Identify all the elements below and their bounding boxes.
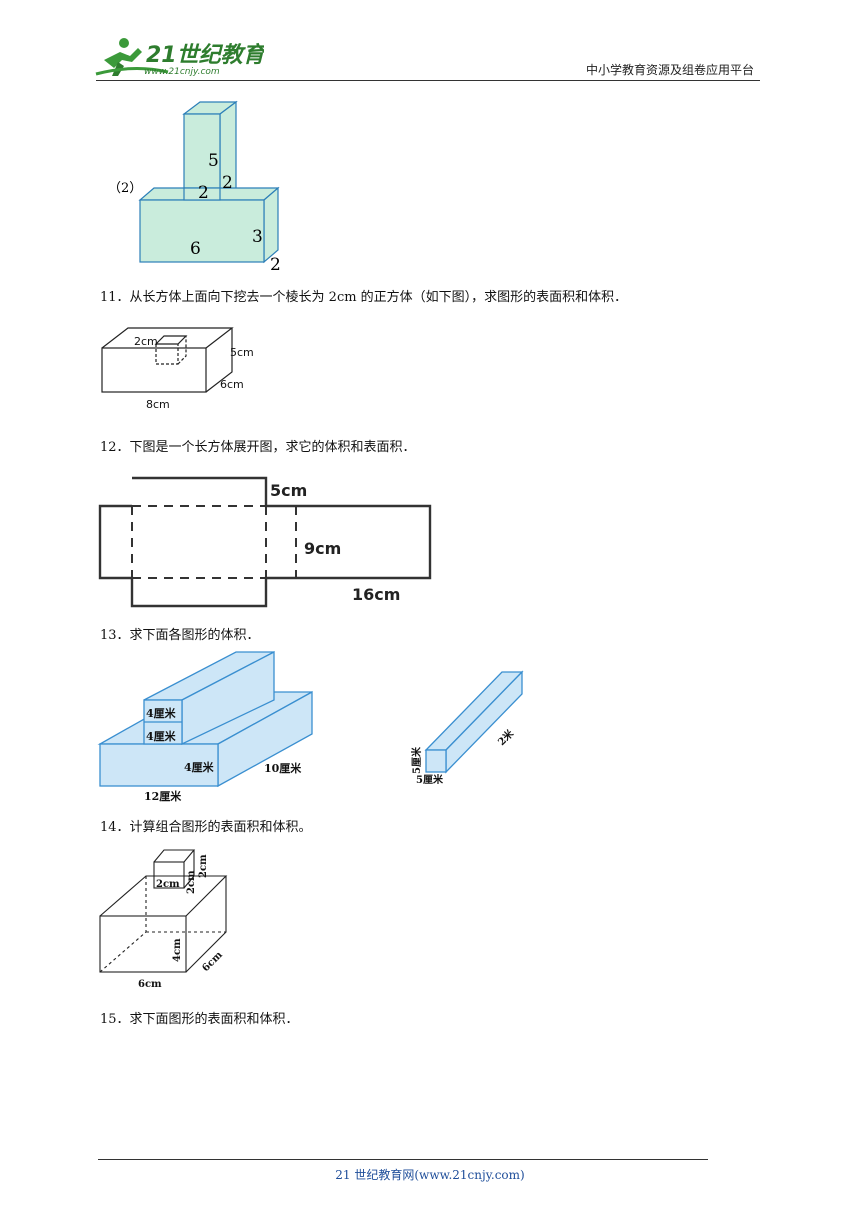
header-tagline: 中小学教育资源及组卷应用平台 xyxy=(585,63,754,77)
part-label: （2） xyxy=(108,181,142,196)
depth-label: 6cm xyxy=(220,378,244,391)
cube-height-label: 2cm xyxy=(198,854,209,878)
figure-q13-step-prism: 4厘米 4厘米 4厘米 10厘米 12厘米 xyxy=(97,650,313,803)
length-label: 12厘米 xyxy=(144,789,182,803)
box-length-label: 6cm xyxy=(138,979,162,990)
figure-q14-combined: 2cm 2cm 2cm 4cm 6cm 6cm xyxy=(99,849,228,990)
footer-text[interactable]: 21 世纪教育网(www.21cnjy.com) xyxy=(335,1168,525,1182)
box-height-label: 4cm xyxy=(172,938,183,962)
base-height-label: 3 xyxy=(252,227,263,247)
length-label: 8cm xyxy=(146,398,170,411)
cube-edge-label: 2cm xyxy=(134,335,158,348)
box-depth-label: 6cm xyxy=(200,949,225,974)
question-15: 15．求下面图形的表面积和体积． xyxy=(100,1012,299,1027)
figure-q11-box: 2cm 5cm 6cm 8cm xyxy=(101,327,254,411)
base-width-label: 6 xyxy=(190,239,201,259)
base-depth-label: 2 xyxy=(270,255,281,272)
logo-name: 21世纪教育 xyxy=(146,42,264,68)
question-12: 12．下图是一个长方体展开图，求它的体积和表面积． xyxy=(100,440,416,455)
base-height-label: 4厘米 xyxy=(184,760,215,774)
bar-height-label: 5厘米 xyxy=(410,746,423,774)
header-divider xyxy=(96,80,760,81)
top-depth-label: 2 xyxy=(222,173,233,193)
figure-2-t-prism: （2） 5 2 2 6 3 2 xyxy=(108,100,281,272)
upper-height-1-label: 4厘米 xyxy=(146,706,177,720)
footer-divider xyxy=(98,1159,708,1160)
site-logo: 21世纪教育 www.21cnjy.com xyxy=(94,34,269,82)
logo-url: www.21cnjy.com xyxy=(144,67,220,77)
figure-q12-net: 5cm 9cm 16cm xyxy=(98,476,432,608)
edge-a-label: 5cm xyxy=(270,481,307,500)
question-13: 13．求下面各图形的体积． xyxy=(100,628,260,643)
runner-logo-icon: 21世纪教育 www.21cnjy.com xyxy=(95,38,269,77)
top-height-label: 5 xyxy=(208,151,219,171)
edge-c-label: 16cm xyxy=(352,585,400,604)
top-width-label: 2 xyxy=(198,183,209,203)
edge-b-label: 9cm xyxy=(304,539,341,558)
question-14: 14．计算组合图形的表面积和体积。 xyxy=(100,820,312,835)
question-11: 11．从长方体上面向下挖去一个棱长为 2cm 的正方体（如下图），求图形的表面积… xyxy=(100,290,628,305)
cube-depth-label: 2cm xyxy=(186,870,197,894)
upper-height-2-label: 4厘米 xyxy=(146,729,177,743)
figure-q13-long-bar: 5厘米 5厘米 2米 xyxy=(410,670,524,786)
depth-label: 10厘米 xyxy=(264,761,302,775)
cube-width-label: 2cm xyxy=(156,879,180,890)
bar-length-label: 2米 xyxy=(495,726,517,748)
bar-width-label: 5厘米 xyxy=(416,773,444,786)
height-label: 5cm xyxy=(230,346,254,359)
